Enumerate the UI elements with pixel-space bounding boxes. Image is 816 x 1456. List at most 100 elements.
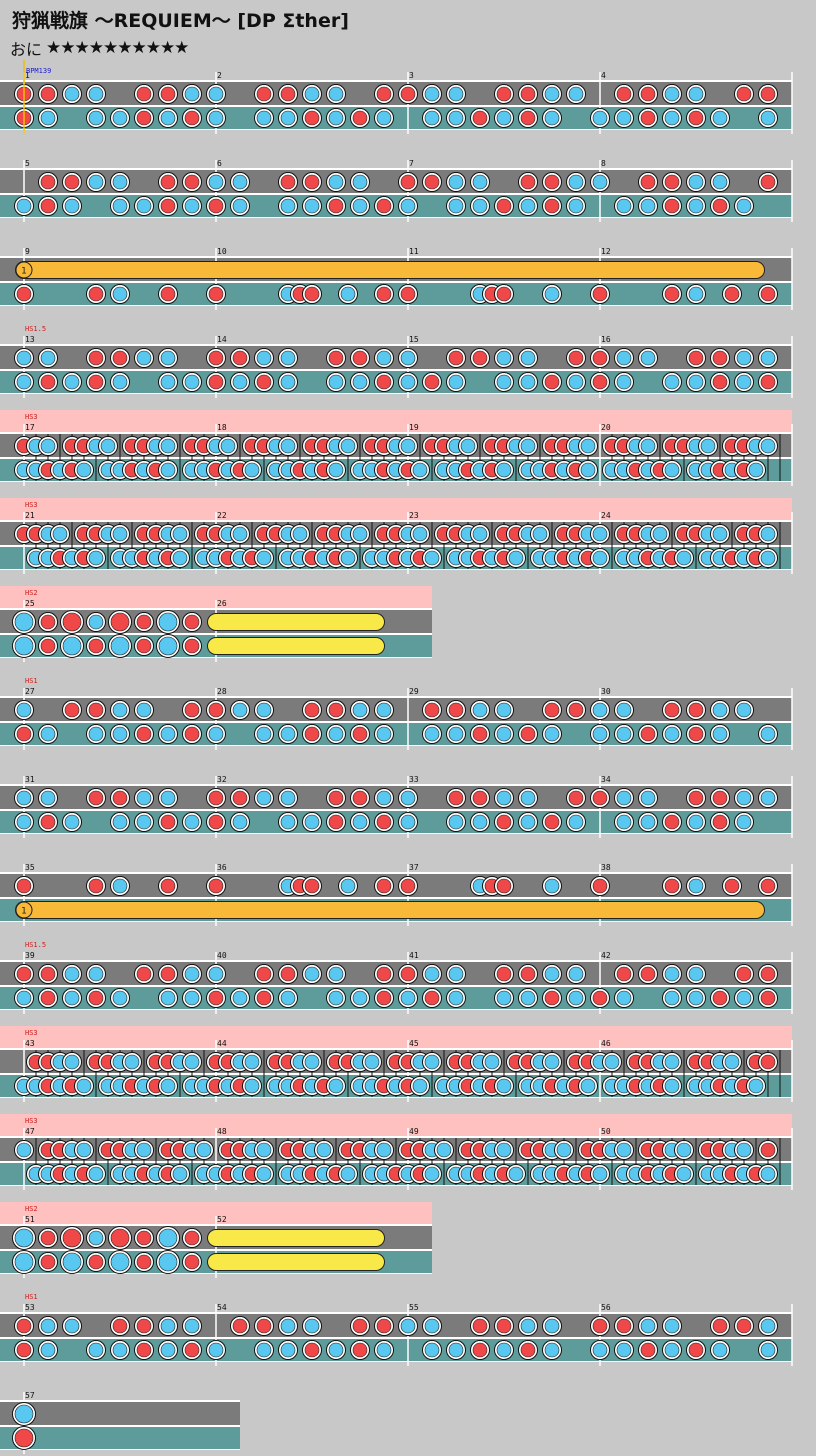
measure-number: 29 [409,687,419,696]
ka-note [542,964,562,984]
note-face [88,990,104,1006]
note-face [592,550,608,566]
note-face [136,790,152,806]
ka-note [350,700,370,720]
note-face [352,110,368,126]
note-face [376,814,392,830]
note-face [14,636,34,656]
note-face [436,1142,452,1158]
note-face [424,86,440,102]
ka-note [86,1228,106,1248]
note-face [568,374,584,390]
note-face [520,790,536,806]
don-note [350,724,370,744]
note-face [160,790,176,806]
ka-note [446,724,466,744]
ka-note [494,1076,514,1096]
don-note [350,1340,370,1360]
note-face [472,110,488,126]
note-face [208,350,224,366]
ka-note [278,788,298,808]
note-face [232,198,248,214]
note-face [16,702,32,718]
note-face [158,636,178,656]
note-face [352,174,368,190]
don-note [722,284,742,304]
note-face [52,526,68,542]
note-face [112,1342,128,1358]
note-face [112,198,128,214]
note-face [508,550,524,566]
note-face [400,1318,416,1334]
note-face [448,198,464,214]
don-note [446,348,466,368]
don-note [108,610,132,634]
note-face [64,814,80,830]
note-face [640,350,656,366]
ka-note [398,812,418,832]
note-face [664,198,680,214]
don-note [254,1316,274,1336]
ka-note [518,988,538,1008]
ka-note [158,1316,178,1336]
note-face [136,1230,152,1246]
note-face [400,878,416,894]
note-face [640,726,656,742]
note-face [760,1142,776,1158]
ka-note [398,788,418,808]
note-face [160,726,176,742]
difficulty-row: おに ★★★★★★★★★★ [10,37,189,59]
don-note [446,788,466,808]
ka-note [12,1226,36,1250]
ka-note [446,172,466,192]
ka-note [290,524,310,544]
note-face [328,462,344,478]
note-face [208,814,224,830]
ka-note [710,700,730,720]
note-face [184,86,200,102]
lane-top [0,1402,240,1425]
note-face [748,1078,764,1094]
note-face [688,374,704,390]
ka-note [74,460,94,480]
measure-number: 24 [601,511,611,520]
ka-note [326,1076,346,1096]
ka-note [614,700,634,720]
ka-note [326,108,346,128]
note-face [712,350,728,366]
note-face [760,966,776,982]
ka-note [422,1052,442,1072]
note-face [280,374,296,390]
note-face [64,198,80,214]
don-note [38,1228,58,1248]
ka-note [434,1140,454,1160]
ka-note [614,108,634,128]
note-face [88,614,104,630]
note-face [160,878,176,894]
ka-note [110,876,130,896]
ka-note [734,812,754,832]
difficulty-stars: ★★★★★★★★★★ [46,38,189,58]
ka-note [350,172,370,192]
note-face [736,1142,752,1158]
note-face [136,966,152,982]
don-note [230,788,250,808]
ka-note [278,372,298,392]
note-face [520,1342,536,1358]
ka-note [494,460,514,480]
ka-note [590,108,610,128]
note-face [40,726,56,742]
ka-note [758,524,778,544]
note-face [568,790,584,806]
note-face [544,174,560,190]
ka-note [686,196,706,216]
note-face [280,438,296,454]
measure-number: 18 [217,423,227,432]
don-note [38,196,58,216]
measure-number: 10 [217,247,227,256]
note-face [76,1078,92,1094]
note-face [760,1166,776,1182]
note-face [40,814,56,830]
note-face [232,350,248,366]
note-face [184,174,200,190]
